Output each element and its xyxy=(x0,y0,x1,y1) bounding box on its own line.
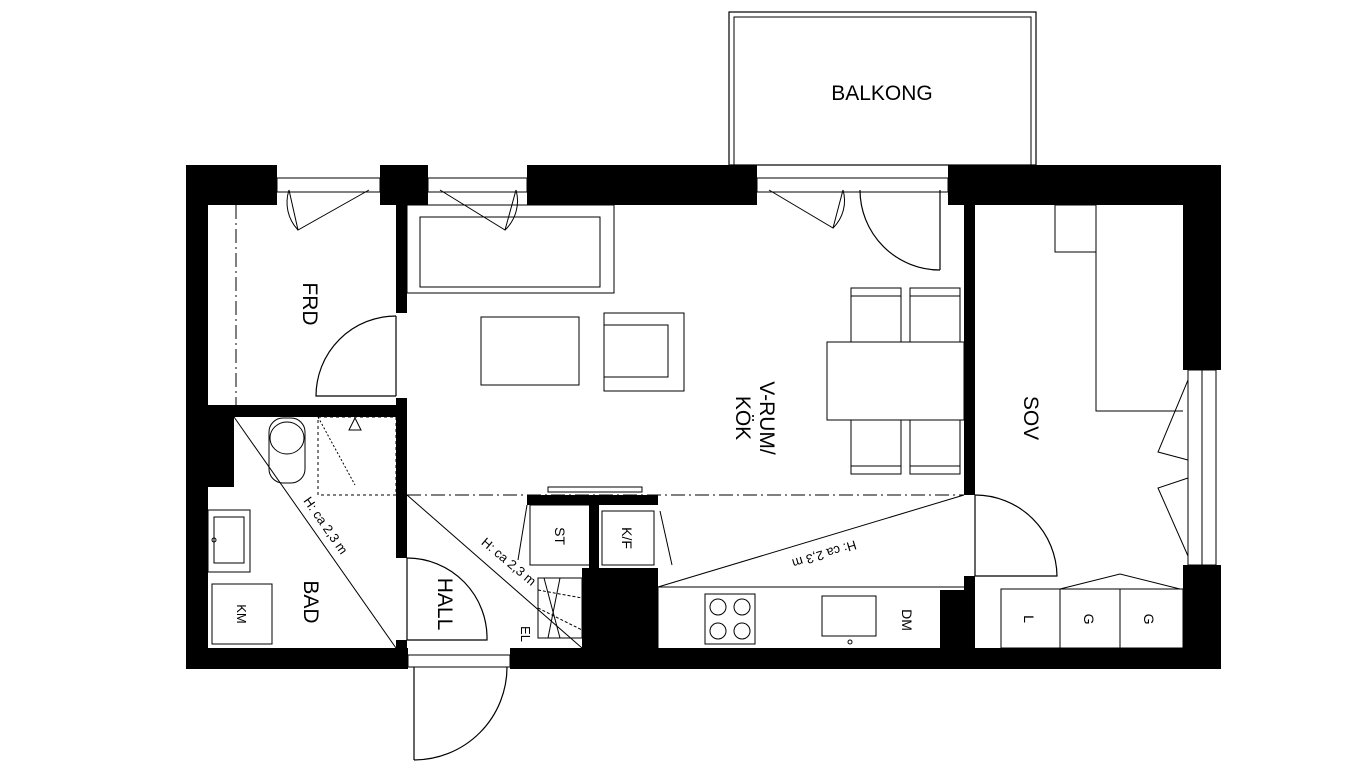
balkong-label: BALKONG xyxy=(831,82,933,105)
hall-label: HALL xyxy=(433,578,456,631)
wardrobe-g1-label: G xyxy=(1081,614,1097,625)
balcony xyxy=(728,11,1037,166)
windows xyxy=(276,177,1217,566)
st-label: ST xyxy=(552,527,568,545)
vrum-label-line1: V-RUM/ xyxy=(755,381,778,455)
height-annotation-kok: H: ca 2,3 m xyxy=(790,537,858,571)
bathroom-fixtures xyxy=(207,416,397,649)
outer-walls xyxy=(186,165,1221,669)
frd-label: FRD xyxy=(298,282,321,325)
wardrobe xyxy=(1000,573,1184,649)
km-label: KM xyxy=(234,604,249,624)
wardrobe-l-label: L xyxy=(1021,615,1037,623)
vrum-label-line2: KÖK xyxy=(731,396,754,440)
furniture xyxy=(406,204,1183,493)
kitchen-fixtures xyxy=(406,494,965,649)
doors xyxy=(315,189,1058,761)
dm-label: DM xyxy=(899,609,915,631)
el-label: EL xyxy=(518,626,533,642)
bad-label: BAD xyxy=(299,580,322,623)
inner-walls xyxy=(208,205,975,652)
dash-lines xyxy=(235,205,964,496)
wardrobe-g2-label: G xyxy=(1141,614,1157,625)
kf-label: K/F xyxy=(619,527,635,549)
window-swings xyxy=(286,167,1189,557)
sov-label: SOV xyxy=(1019,396,1042,440)
